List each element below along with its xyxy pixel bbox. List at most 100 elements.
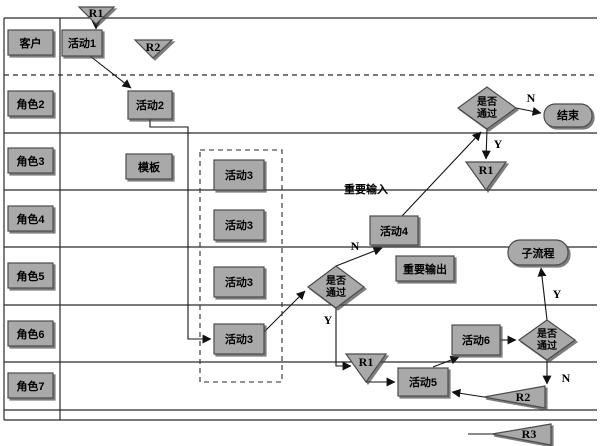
- lane-label-box: [7, 147, 54, 174]
- activity-shape: [369, 215, 419, 246]
- lane-label-text: 角色4: [16, 212, 45, 226]
- edge-activity3-to-decision-mid: [263, 290, 306, 333]
- node-label: R2: [146, 40, 161, 54]
- node-label: 结束: [556, 108, 580, 122]
- edge-activity2-to-activity3: [149, 119, 212, 344]
- node-activity3-2: 活动3: [213, 209, 265, 241]
- lane-label-customer: 客户: [7, 29, 54, 56]
- lane-label-role7: 角色7: [7, 372, 54, 399]
- lane-label-box: [7, 29, 54, 56]
- lane-label-text: 角色5: [16, 269, 44, 283]
- annotation-important-input: 重要输入: [344, 182, 388, 196]
- edge-decision-top-to-end: [515, 106, 542, 116]
- lane-label-text: 角色6: [16, 327, 44, 341]
- node-r2-bottom: R2: [483, 385, 546, 409]
- node-label-line2: 通过: [477, 107, 497, 120]
- node-activity3-3: 活动3: [213, 266, 265, 298]
- lane-label-text: 客户: [19, 36, 42, 50]
- node-activity5: 活动5: [397, 367, 449, 397]
- node-activity6: 活动6: [451, 324, 501, 356]
- node-label-line1: 是否: [536, 328, 557, 340]
- node-important-output: 重要输出: [395, 255, 455, 282]
- node-decision-bottom: 是否 通过: [517, 319, 577, 361]
- node-label: 活动6: [462, 333, 490, 347]
- node-activity3-1: 活动3: [213, 159, 265, 191]
- lane-label-role4: 角色4: [7, 205, 54, 232]
- node-label: 活动3: [225, 218, 253, 232]
- triangle-shape: [491, 423, 552, 446]
- edge-decision-mid-to-r1: [335, 308, 352, 371]
- node-label: R2: [516, 390, 531, 404]
- activity-shape: [61, 29, 103, 57]
- triangle-shape: [464, 161, 508, 192]
- edge-activity4-to-decision-top: [401, 131, 482, 217]
- terminator-shape: [543, 103, 593, 128]
- diamond-shape: [517, 319, 577, 361]
- node-label: 模板: [138, 160, 161, 174]
- diamond-shape: [456, 86, 518, 130]
- terminator-shape: [507, 239, 569, 266]
- edge-activity1-to-activity2: [89, 55, 132, 89]
- activity-shape: [213, 266, 265, 298]
- lane-label-box: [7, 372, 54, 399]
- lane-label-text: 角色7: [16, 379, 44, 393]
- node-label: R1: [89, 6, 104, 20]
- node-label: 重要输出: [403, 262, 447, 276]
- lane-label-box: [7, 205, 54, 232]
- node-r3-bottom: R3: [491, 423, 552, 446]
- lane-label-text: 角色2: [16, 97, 44, 111]
- node-label: 子流程: [522, 246, 555, 260]
- activity-shape: [213, 209, 265, 241]
- node-r1-right: R1: [464, 161, 508, 192]
- node-label: 活动3: [225, 168, 253, 182]
- diamond-shape: [307, 265, 365, 309]
- node-label: 活动2: [136, 98, 164, 112]
- node-label-line2: 通过: [326, 286, 346, 299]
- lane-labels: 客户 角色2 角色3 角色4 角色5 角色6 角色7: [7, 29, 54, 399]
- edge-decision-top-to-r1: [481, 128, 491, 160]
- lane-label-box: [7, 90, 54, 117]
- edge-r2-to-activity5: [451, 388, 485, 398]
- edge-label-y-bottom: Y: [553, 287, 562, 301]
- edge-label-n-top: N: [527, 91, 536, 105]
- lane-label-text: 角色3: [16, 154, 44, 168]
- edge-decision-bottom-to-subprocess: [537, 267, 548, 321]
- node-label: 活动4: [380, 224, 409, 238]
- node-decision-mid: 是否 通过: [307, 265, 365, 309]
- triangle-shape: [483, 385, 546, 409]
- node-template: 模板: [125, 153, 173, 180]
- node-label: R1: [479, 163, 494, 177]
- node-label: 活动1: [68, 36, 96, 50]
- node-activity3-4: 活动3: [213, 323, 265, 355]
- node-label: 活动3: [225, 332, 253, 346]
- triangle-shape: [344, 353, 388, 384]
- node-label-line1: 是否: [325, 275, 346, 287]
- node-r1-top: R1: [77, 6, 116, 25]
- activity-shape: [125, 153, 173, 180]
- edge-decision-mid-to-activity4: [335, 246, 383, 267]
- node-activity1: 活动1: [61, 29, 103, 57]
- lane-label-role6: 角色6: [7, 320, 54, 347]
- triangle-shape: [77, 6, 116, 25]
- triangle-shape: [133, 39, 174, 59]
- node-decision-top: 是否 通过: [456, 86, 518, 130]
- edge-label-n-bottom: N: [562, 371, 571, 385]
- edge-label-y-top: Y: [494, 137, 503, 151]
- node-r2-top: R2: [133, 39, 174, 59]
- lane-label-box: [7, 320, 54, 347]
- edge-label-y-mid: Y: [324, 313, 333, 327]
- activity-shape: [127, 90, 173, 120]
- node-label: R1: [359, 355, 374, 369]
- activity-shape: [451, 324, 501, 356]
- node-label: 活动5: [409, 375, 437, 389]
- lane-label-box: [7, 262, 54, 289]
- node-label-line2: 通过: [537, 339, 557, 352]
- edge-labels: N Y N Y Y N: [324, 91, 571, 385]
- node-label: 活动3: [225, 275, 253, 289]
- swimlane-grid: [3, 17, 597, 421]
- edge-activity5-to-activity6: [432, 355, 460, 368]
- activity-shape: [397, 367, 449, 397]
- edge-label-n-mid: N: [351, 239, 360, 253]
- lane-label-role5: 角色5: [7, 262, 54, 289]
